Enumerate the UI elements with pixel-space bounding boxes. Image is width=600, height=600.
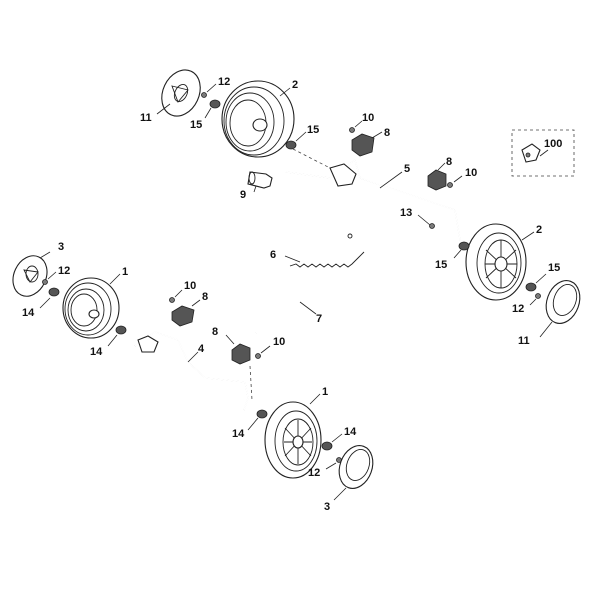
callout-8-left: 8 (202, 291, 208, 303)
screw-12-top (201, 92, 207, 98)
callout-3-left: 3 (58, 241, 64, 253)
hubcap-right (545, 280, 581, 324)
front-axle-4 (134, 331, 249, 411)
callout-14-bottom-outer: 14 (344, 426, 357, 438)
callout-10-right: 10 (465, 167, 477, 179)
spring-6 (289, 233, 365, 268)
rear-axle-5 (285, 158, 461, 241)
callout-100: 100 (544, 138, 562, 150)
bushing-15-right-inner (458, 241, 470, 251)
callout-14-left-inner: 14 (90, 346, 103, 358)
bushing-14-left (48, 287, 60, 297)
bracket-8-upper (351, 133, 375, 157)
bushing-14-left-inner (115, 325, 127, 335)
callout-12-right: 12 (512, 303, 524, 315)
detail-box-100 (511, 129, 575, 177)
wheel-bottom-1 (264, 401, 322, 479)
bracket-8-left (171, 305, 195, 327)
wheel-right-2 (465, 223, 527, 301)
screw-10-upper (349, 127, 355, 133)
wheel-left-1 (62, 277, 120, 339)
bracket-8-center (231, 343, 251, 365)
callout-10-center: 10 (273, 336, 285, 348)
wheel-top-2 (221, 80, 295, 158)
callout-5: 5 (404, 163, 410, 175)
hubcap-left (12, 255, 48, 297)
hubcap-top-left (161, 69, 201, 117)
callout-14-left: 14 (22, 307, 35, 319)
screw-12-right (535, 293, 541, 299)
callout-12-left: 12 (58, 265, 70, 277)
callout-6: 6 (270, 249, 276, 261)
grip-9 (247, 171, 273, 189)
callout-10-left: 10 (184, 280, 196, 292)
screw-12-left (42, 279, 48, 285)
bushing-15-mid (285, 140, 297, 150)
callout-2-top: 2 (292, 79, 298, 91)
bushing-15-right-outer (525, 282, 537, 292)
callout-11-right: 11 (518, 335, 530, 347)
bracket-8-right (427, 169, 447, 191)
bushing-14-bottom-outer (321, 441, 333, 451)
screw-10-center (255, 353, 261, 359)
bushing-15-top (209, 99, 221, 109)
callout-8-upper: 8 (384, 127, 390, 139)
callout-4: 4 (198, 343, 205, 355)
callout-9: 9 (240, 189, 246, 201)
callout-8-center: 8 (212, 326, 218, 338)
callout-10-upper: 10 (362, 112, 374, 124)
screw-10-right (447, 182, 453, 188)
callout-12-top: 12 (218, 76, 230, 88)
pin-13 (429, 223, 435, 229)
callout-15-top: 15 (190, 119, 202, 131)
screw-10-left (169, 297, 175, 303)
callout-14-bottom-inner: 14 (232, 428, 245, 440)
callout-15-right-inner: 15 (435, 259, 447, 271)
callout-12-bottom: 12 (308, 467, 320, 479)
bushing-14-bottom-inner (256, 409, 268, 419)
callout-3-bottom: 3 (324, 501, 330, 513)
callout-1-left: 1 (122, 266, 128, 278)
callout-1-bottom: 1 (322, 386, 328, 398)
callout-13: 13 (400, 207, 412, 219)
hubcap-bottom (338, 445, 374, 489)
callout-15-mid: 15 (307, 124, 319, 136)
height-lever-7 (255, 261, 388, 334)
callout-15-right-outer: 15 (548, 262, 560, 274)
callout-2-right: 2 (536, 224, 542, 236)
callout-11-top: 11 (140, 112, 152, 124)
callout-8-right: 8 (446, 156, 452, 168)
callout-7: 7 (316, 313, 322, 325)
